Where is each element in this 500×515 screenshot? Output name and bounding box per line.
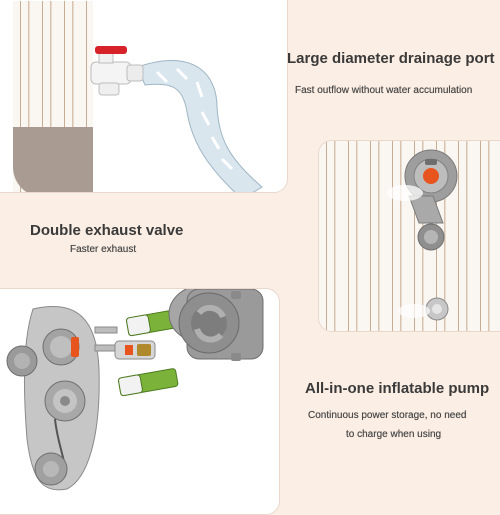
inflatable-pump-subtitle-line1: Continuous power storage, no need — [308, 410, 467, 421]
exhaust-valve-subtitle: Faster exhaust — [70, 244, 137, 255]
double-exhaust-valve — [387, 149, 458, 321]
inflatable-pump-title: All-in-one inflatable pump — [305, 380, 490, 397]
pool-base-shadow — [13, 127, 93, 192]
inflatable-pump-subtitle-line2: to charge when using — [346, 429, 442, 440]
drainage-port-title: Large diameter drainage port — [287, 50, 495, 67]
drain-valve-with-water-flow — [90, 46, 263, 192]
drainage-port-photo-panel — [0, 0, 288, 193]
drainage-port-subtitle: Fast outflow without water accumulation — [295, 85, 473, 96]
pump-with-batteries-exploded-view — [6, 289, 264, 491]
exhaust-valve-photo-panel — [318, 140, 500, 332]
inflatable-pump-photo-panel — [0, 288, 280, 515]
exhaust-valve-title: Double exhaust valve — [30, 222, 184, 239]
